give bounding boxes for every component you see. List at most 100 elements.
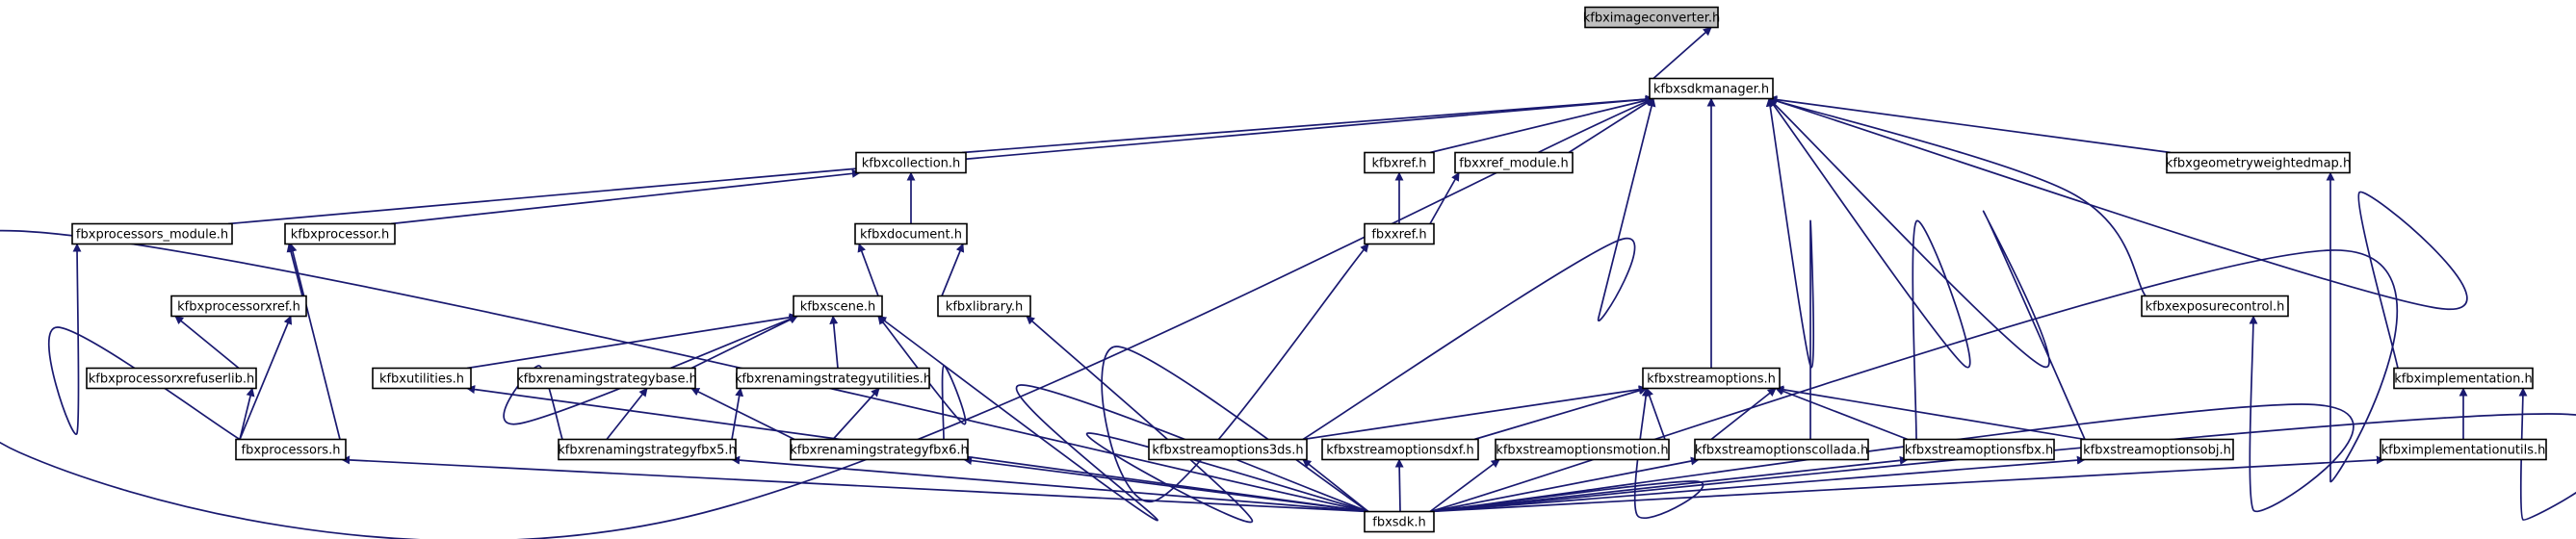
node-kfbxsdkmanager[interactable]: kfbxsdkmanager.h: [1649, 77, 1774, 100]
node-label: kfbxprocessorxrefuserlib.h: [89, 372, 255, 387]
edge-fbxprocessors-to-kfbxprocessor: [288, 243, 341, 440]
node-label: fbxsdk.h: [1372, 516, 1425, 530]
node-box: [1364, 222, 1435, 245]
node-box: [2393, 367, 2534, 390]
node-box: [1694, 438, 1869, 461]
node-box: [736, 367, 930, 390]
node-kfbxexposurecontrol[interactable]: kfbxexposurecontrol.h: [2141, 295, 2289, 318]
node-fbxprocessors_module[interactable]: fbxprocessors_module.h: [71, 222, 233, 245]
node-kfbxstreamoptionscollada[interactable]: kfbxstreamoptionscollada.h: [1694, 438, 1869, 461]
edge-fbxsdk-to-kfbxexposurecontrol: [1429, 315, 2355, 513]
node-kfbximplementation[interactable]: kfbximplementation.h: [2393, 367, 2534, 390]
node-kfbxstreamoptionsfbx[interactable]: kfbxstreamoptionsfbx.h: [1903, 438, 2055, 461]
edge-kfbxlibrary-to-kfbxdocument: [941, 243, 965, 296]
node-label: kfbxexposurecontrol.h: [2146, 300, 2285, 315]
edge-fbxprocessors-to-fbxprocessors_module: [47, 243, 241, 441]
edge-fbxsdk-to-fbxxref: [1101, 243, 1369, 513]
edge-kfbxref-to-kfbxsdkmanager: [1429, 96, 1654, 154]
node-box: [558, 438, 737, 461]
edge-kfbxscene-to-kfbxdocument: [857, 243, 879, 296]
node-fbxxref_module[interactable]: fbxxref_module.h: [1454, 151, 1574, 174]
node-label: fbxprocessors.h: [242, 444, 341, 458]
node-label: kfbxstreamoptionsfbx.h: [1905, 444, 2053, 458]
node-box: [1495, 438, 1670, 461]
edge-fbxsdk-to-fbxprocessors: [341, 455, 1369, 513]
node-label: fbxprocessors_module.h: [76, 228, 228, 243]
node-box: [937, 295, 1031, 318]
node-kfbximplementationutils[interactable]: kfbximplementationutils.h: [2380, 438, 2547, 461]
edge-kfbxstreamoptionscollada-to-kfbxstreamoptions: [1710, 387, 1777, 441]
edge-fbxsdk-to-kfbximplementationutils: [1429, 455, 2385, 513]
node-kfbxstreamoptionsdxf[interactable]: kfbxstreamoptionsdxf.h: [1321, 438, 1479, 461]
node-label: kfbxrenamingstrategyfbx5.h: [558, 444, 736, 458]
edge-fbxsdk-to-kfbxrenamingstrategyfbx5: [731, 455, 1369, 513]
node-label: kfbximplementationutils.h: [2381, 444, 2546, 458]
node-kfbxutilities[interactable]: kfbxutilities.h: [372, 367, 472, 390]
edge-kfbximplementation-to-kfbxsdkmanager: [1768, 96, 2468, 369]
node-kfbxrenamingstrategyutilities[interactable]: kfbxrenamingstrategyutilities.h: [735, 367, 931, 390]
node-kfbxprocessor[interactable]: kfbxprocessor.h: [284, 222, 396, 245]
node-fbxsdk[interactable]: fbxsdk.h: [1364, 510, 1435, 533]
edge-kfbxstreamoptionsfbx-to-kfbxstreamoptions: [1775, 387, 1909, 441]
node-kfbxref[interactable]: kfbxref.h: [1364, 151, 1435, 174]
node-kfbximageconverter[interactable]: kfbximageconverter.h: [1583, 6, 1721, 29]
edge-fbxsdk-to-kfbxstreamoptionsdxf: [1394, 458, 1404, 512]
node-box: [854, 222, 968, 245]
node-fbxxref[interactable]: fbxxref.h: [1364, 222, 1435, 245]
node-label: kfbxrenamingstrategybase.h: [516, 372, 697, 387]
edge-kfbxstreamoptionsfbx-to-kfbxsdkmanager: [1768, 97, 1971, 440]
edge-fbxsdk-to-kfbxstreamoptionscollada: [1429, 456, 1700, 513]
edge-fbxsdk-to-kfbxstreamoptionsobj: [1429, 455, 2086, 513]
node-box: [1584, 6, 1719, 29]
node-kfbxstreamoptionsmotion[interactable]: kfbxstreamoptionsmotion.h: [1495, 438, 1670, 461]
node-label: kfbxprocessorxref.h: [177, 300, 300, 315]
node-label: kfbxlibrary.h: [946, 300, 1023, 315]
node-box: [2080, 438, 2234, 461]
node-box: [372, 367, 472, 390]
node-kfbxprocessorxrefuserlib[interactable]: kfbxprocessorxrefuserlib.h: [86, 367, 257, 390]
node-kfbxstreamoptions3ds[interactable]: kfbxstreamoptions3ds.h: [1148, 438, 1308, 461]
edge-kfbxrenamingstrategyfbx5-to-kfbxrenamingstrategyutilities: [731, 387, 744, 440]
node-kfbxrenamingstrategybase[interactable]: kfbxrenamingstrategybase.h: [516, 367, 697, 390]
node-kfbxdocument[interactable]: kfbxdocument.h: [854, 222, 968, 245]
node-kfbxcollection[interactable]: kfbxcollection.h: [855, 151, 967, 174]
edge-kfbxstreamoptionsobj-to-kfbxsdkmanager: [1768, 97, 2086, 440]
edge-kfbxstreamoptions3ds-to-kfbxsdkmanager: [1302, 97, 1656, 441]
node-box: [855, 151, 967, 174]
node-kfbxstreamoptionsobj[interactable]: kfbxstreamoptionsobj.h: [2080, 438, 2234, 461]
edge-kfbxrenamingstrategyfbx5-to-kfbxrenamingstrategybase: [606, 387, 648, 441]
edges-layer: [0, 26, 2576, 539]
node-kfbxrenamingstrategyfbx6[interactable]: kfbxrenamingstrategyfbx6.h: [790, 438, 969, 461]
node-box: [284, 222, 396, 245]
node-kfbxprocessorxref[interactable]: kfbxprocessorxref.h: [170, 295, 307, 318]
node-kfbxstreamoptions[interactable]: kfbxstreamoptions.h: [1642, 367, 1781, 390]
node-box: [1148, 438, 1308, 461]
edge-kfbxrenamingstrategyfbx6-to-kfbxscene: [877, 315, 967, 440]
edge-fbxsdk-to-kfbxgeometryweightedmap: [1429, 171, 2398, 513]
node-label: kfbxcollection.h: [862, 157, 961, 171]
nodes-layer: kfbximageconverter.h kfbxsdkmanager.h kfbx…: [71, 6, 2547, 533]
node-label: kfbximageconverter.h: [1583, 12, 1721, 26]
node-label: kfbxprocessor.h: [291, 228, 389, 243]
node-kfbxlibrary[interactable]: kfbxlibrary.h: [937, 295, 1031, 318]
edge-kfbxsdkmanager-to-kfbximageconverter: [1652, 26, 1712, 80]
edge-kfbxstreamoptions3ds-to-kfbxstreamoptions: [1302, 385, 1648, 441]
node-box: [170, 295, 307, 318]
node-kfbxrenamingstrategyfbx5[interactable]: kfbxrenamingstrategyfbx5.h: [558, 438, 737, 461]
node-label: kfbxstreamoptionsdxf.h: [1326, 444, 1473, 458]
node-label: kfbxref.h: [1371, 157, 1426, 171]
node-label: kfbxrenamingstrategyfbx6.h: [790, 444, 968, 458]
node-kfbxscene[interactable]: kfbxscene.h: [793, 295, 883, 318]
node-label: kfbxstreamoptionscollada.h: [1695, 444, 1868, 458]
edge-kfbxstreamoptionsobj-to-kfbxstreamoptions: [1775, 385, 2086, 441]
edge-fbxprocessors-to-kfbxprocessorxref: [239, 315, 293, 440]
node-kfbxgeometryweightedmap[interactable]: kfbxgeometryweightedmap.h: [2166, 151, 2351, 174]
node-label: kfbxsdkmanager.h: [1653, 83, 1769, 97]
node-label: kfbxdocument.h: [860, 228, 962, 243]
edge-kfbxutilities-to-kfbxscene: [466, 313, 798, 370]
node-fbxprocessors[interactable]: fbxprocessors.h: [235, 438, 347, 461]
node-label: kfbxstreamoptions3ds.h: [1152, 444, 1303, 458]
node-label: kfbxutilities.h: [379, 372, 464, 387]
node-box: [1903, 438, 2055, 461]
